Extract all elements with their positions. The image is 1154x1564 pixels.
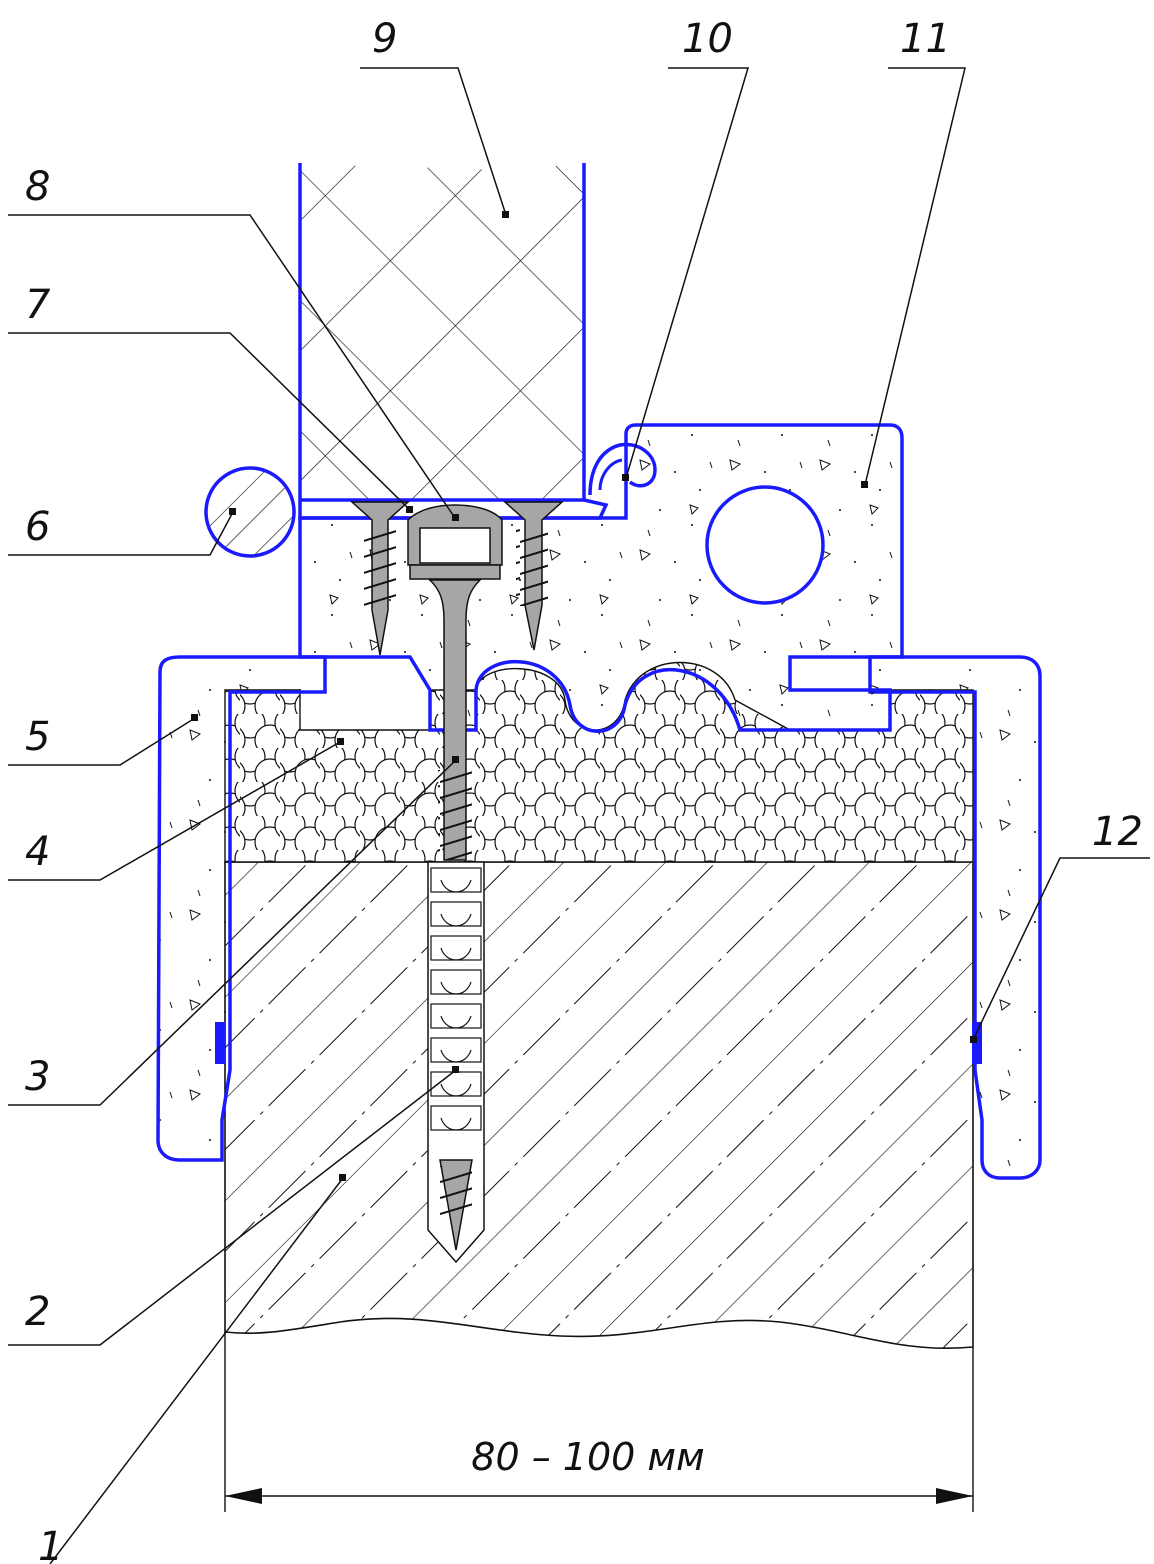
callout-12: 12 [1092,809,1143,855]
round-glazing-bead [204,466,296,558]
left-trim-profile [156,655,327,1162]
anchor-cap [407,504,503,580]
leader-markers [191,211,977,1181]
callout-11: 11 [900,16,951,62]
glass-panel [298,159,609,520]
callout-10: 10 [682,16,733,62]
callout-5: 5 [25,714,50,760]
callout-7: 7 [25,282,51,328]
callout-8: 8 [25,164,50,210]
frame-screws [350,501,564,656]
callout-9: 9 [372,16,397,62]
callout-3: 3 [25,1054,50,1100]
callout-6: 6 [25,504,50,550]
callout-numbers: 1 2 3 4 5 6 7 8 9 10 11 12 [25,16,1143,1564]
wall-section [224,861,974,1350]
leader-lines [8,67,1150,1564]
callout-1: 1 [38,1524,63,1564]
anchor-bolt [428,579,482,861]
width-dimension: 80 – 100 мм [224,1332,974,1512]
plastic-dowel [427,861,485,1264]
callout-4: 4 [25,829,50,875]
callout-2: 2 [25,1289,50,1335]
rubber-seal [588,442,657,496]
dimension-label: 80 – 100 мм [471,1435,704,1479]
